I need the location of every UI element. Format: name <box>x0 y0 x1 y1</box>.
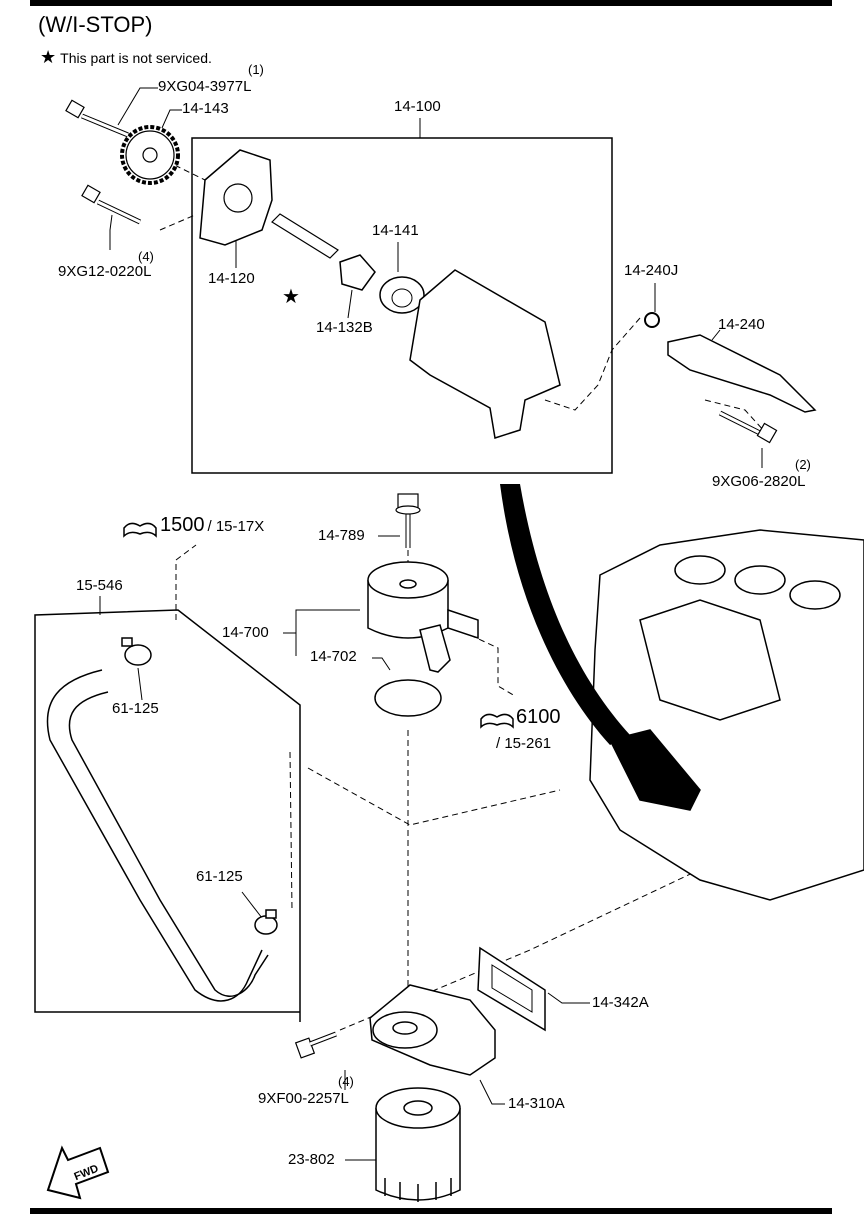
reference-main[interactable]: 6100 <box>516 706 561 728</box>
callout-9xg04-3977l: 9XG04-3977L <box>158 78 252 95</box>
callout-14-120: 14-120 <box>208 270 255 287</box>
filter-housing-icon <box>369 984 496 1076</box>
reference-icon <box>123 522 157 538</box>
hose-group-box <box>34 609 301 1022</box>
fwd-arrow-icon: FWD <box>46 1145 110 1200</box>
engine-block-icon <box>589 529 864 901</box>
callout-14-240: 14-240 <box>718 316 765 333</box>
bolt-icon <box>65 99 129 138</box>
callout-61-125: 61-125 <box>196 868 243 885</box>
bolt-icon <box>395 493 421 548</box>
callout-qty: (4) <box>138 249 154 264</box>
callout-14-702: 14-702 <box>310 648 357 665</box>
callout-9xg06-2820l: 9XG06-2820L <box>712 473 806 490</box>
service-note-text: This part is not serviced. <box>60 49 212 66</box>
callout-14-310a: 14-310A <box>508 1095 565 1112</box>
star-icon: ★ <box>40 47 57 67</box>
reference-sub[interactable]: / 15-261 <box>496 735 552 752</box>
callout-14-789: 14-789 <box>318 527 365 544</box>
callout-qty: (2) <box>795 457 811 472</box>
callout-9xg12-0220l: 9XG12-0220L <box>58 263 152 280</box>
callout-14-141: 14-141 <box>372 222 419 239</box>
snap-ring-icon <box>644 312 660 328</box>
top-border <box>30 0 832 6</box>
location-pointer-icon <box>500 484 630 745</box>
reference-1500[interactable]: 1500 / 15-17X <box>160 514 264 537</box>
gasket-icon <box>477 946 546 1032</box>
dashed-guides <box>147 151 766 1031</box>
o-ring-icon <box>374 679 442 717</box>
bolt-icon <box>294 1031 337 1059</box>
lever-icon <box>667 334 817 413</box>
reference-6100[interactable]: 6100 <box>516 706 561 729</box>
leader-lines <box>99 87 763 1161</box>
star-icon: ★ <box>282 284 300 308</box>
callout-14-240j: 14-240J <box>624 262 679 279</box>
oil-filter-icon <box>375 1087 461 1202</box>
callout-15-546: 15-546 <box>76 577 123 594</box>
oil-pump-body-icon <box>409 269 561 439</box>
callout-14-132b: 14-132B <box>316 319 373 336</box>
reference-sub[interactable]: / 15-17X <box>207 518 265 535</box>
bottom-border <box>30 1208 832 1214</box>
sprocket-icon <box>120 125 180 185</box>
rotor-icon <box>339 254 376 291</box>
bolt-icon <box>81 184 142 225</box>
callout-qty: (4) <box>338 1074 354 1089</box>
reference-main[interactable]: 1500 <box>160 514 205 536</box>
callout-61-125: 61-125 <box>112 700 159 717</box>
pump-shaft-icon <box>271 213 339 259</box>
callout-14-700: 14-700 <box>222 624 269 641</box>
callout-9xf00-2257l: 9XF00-2257L <box>258 1090 349 1107</box>
callout-14-143: 14-143 <box>182 100 229 117</box>
bolt-icon <box>718 410 778 444</box>
callout-qty: (1) <box>248 62 264 77</box>
clamp-icon <box>121 637 152 666</box>
callout-14-100: 14-100 <box>394 98 441 115</box>
hose-icon <box>46 669 269 1002</box>
reference-icon <box>480 713 514 729</box>
clamp-icon <box>254 909 278 935</box>
oil-pump-group-box <box>191 137 613 474</box>
callout-23-802: 23-802 <box>288 1151 335 1168</box>
page-title: (W/I-STOP) <box>38 12 153 37</box>
oil-cooler-icon <box>367 561 479 673</box>
callout-14-342a: 14-342A <box>592 994 649 1011</box>
service-note: ★ This part is not serviced. <box>40 47 212 68</box>
